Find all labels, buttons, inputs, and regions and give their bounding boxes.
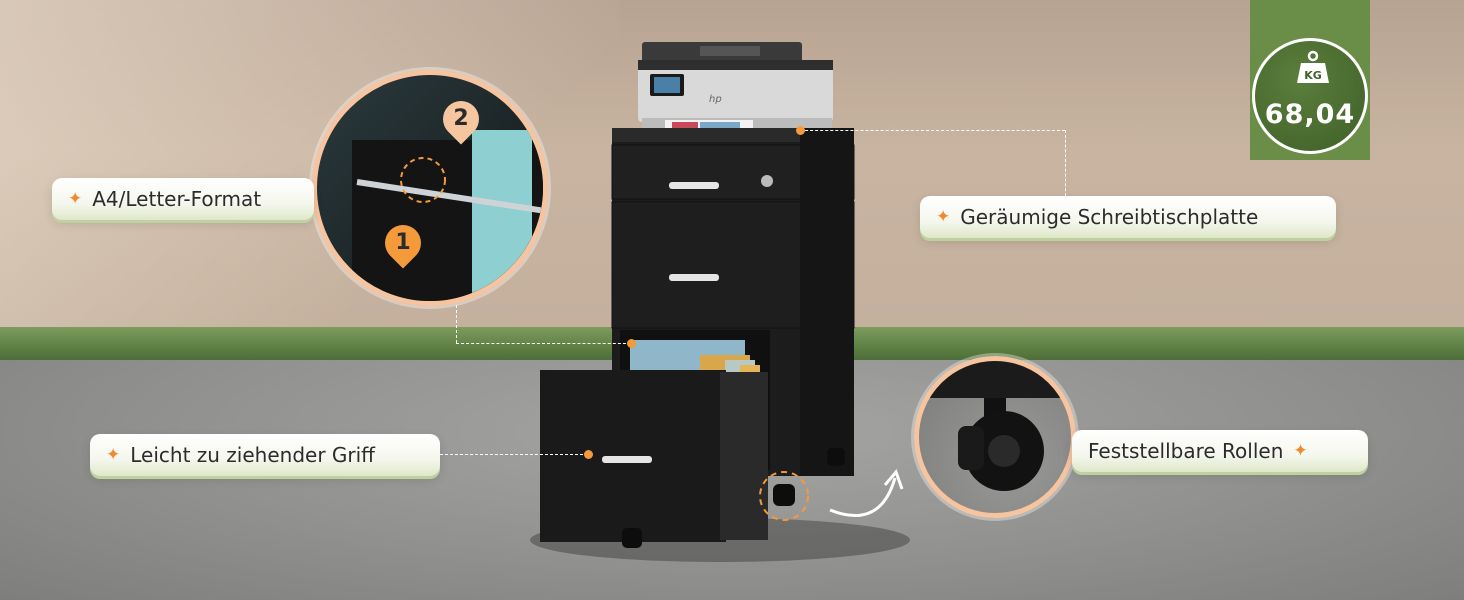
callout-format: ✦ A4/Letter-Format [52, 178, 314, 220]
step-one-label: 1 [395, 230, 411, 255]
sparkle-icon: ✦ [936, 206, 951, 227]
drawer-handle-top [669, 182, 719, 189]
printer: hp [638, 42, 833, 136]
kg-label: KG [1304, 69, 1322, 82]
callout-wheels: Feststellbare Rollen ✦ [1072, 430, 1368, 472]
weight-value: 68,04 [1264, 99, 1356, 130]
callout-handle-label: Leicht zu ziehender Griff [130, 443, 375, 467]
connector-handle [440, 454, 588, 455]
step-two-label: 2 [453, 106, 469, 131]
callout-desktop: ✦ Geräumige Schreibtischplatte [920, 196, 1336, 238]
callout-wheels-label: Feststellbare Rollen [1088, 439, 1284, 463]
step-one-marker: 1 [377, 217, 429, 269]
sparkle-icon: ✦ [1293, 440, 1308, 461]
sparkle-icon: ✦ [106, 444, 121, 465]
lock [761, 175, 773, 187]
connector-rail [456, 305, 457, 343]
drawer-handle-middle [669, 274, 719, 281]
sparkle-icon: ✦ [68, 188, 83, 209]
weight-badge: KG 68,04 [1252, 38, 1368, 154]
callout-format-label: A4/Letter-Format [92, 187, 262, 211]
weight-kg-icon: KG [1297, 50, 1329, 83]
curved-arrow [829, 477, 897, 518]
drawer-handle-bottom [602, 456, 652, 463]
callout-desktop-label: Geräumige Schreibtischplatte [960, 205, 1259, 229]
zoom-wheel-detail [914, 356, 1076, 518]
zoom-rail-detail: 2 1 [312, 70, 548, 306]
callout-handle: ✦ Leicht zu ziehender Griff [90, 434, 440, 476]
connector-desktop [800, 130, 1065, 131]
hp-logo: hp [709, 94, 722, 105]
step-two-marker: 2 [435, 93, 487, 145]
